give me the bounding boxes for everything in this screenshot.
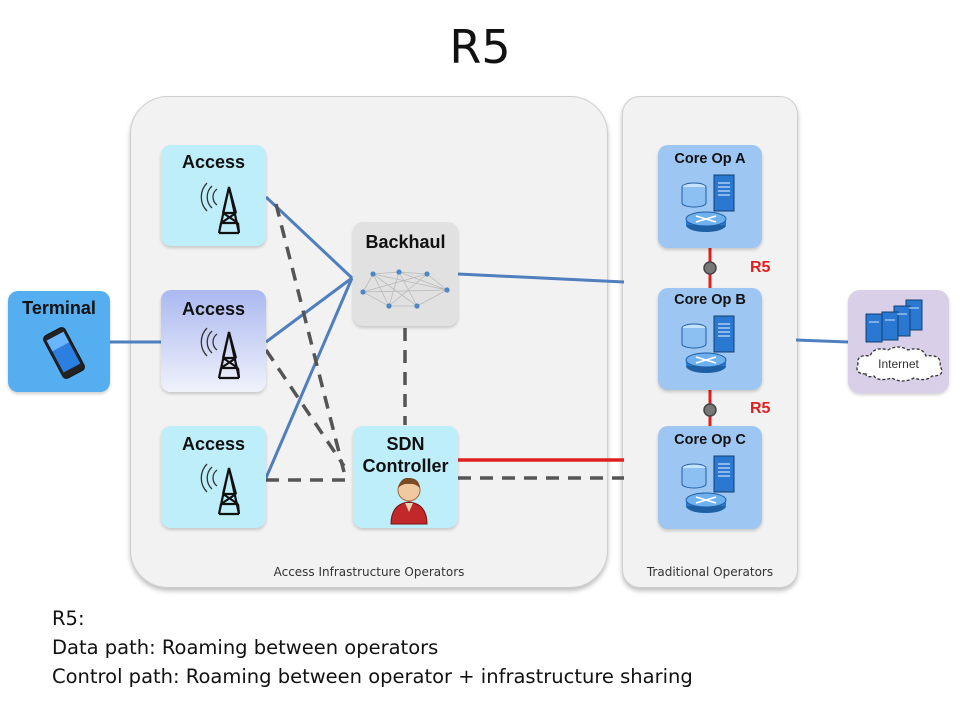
core-op-a-label: Core Op A: [674, 151, 746, 167]
access-label-2: Access: [181, 299, 246, 319]
sdn-label-line1: SDN: [386, 434, 425, 454]
access-label-3: Access: [181, 434, 246, 454]
backhaul-node: Backhaul: [353, 222, 458, 326]
terminal-node: Terminal: [8, 291, 110, 392]
page-title: R5: [449, 20, 511, 74]
access3-backhaul-link: [264, 277, 354, 479]
backhaul-core-link: [457, 272, 625, 284]
cell-tower-icon: [200, 327, 241, 380]
r5-reference-point-bottom: [703, 403, 717, 417]
core-internet-link: [795, 338, 849, 344]
access1-sdn-control: [274, 203, 346, 473]
r5-reference-point-top: [703, 261, 717, 275]
person-icon: [390, 477, 428, 525]
terminal-label: Terminal: [22, 298, 96, 318]
internet-label: Internet: [878, 357, 919, 371]
backhaul-label: Backhaul: [365, 232, 446, 252]
caption-line-1: R5:: [52, 607, 85, 630]
access-infrastructure-label: Access Infrastructure Operators: [273, 565, 465, 579]
core-op-c-node: Core Op C: [658, 426, 762, 529]
caption-line-2: Data path: Roaming between operators: [52, 636, 439, 659]
access-label-1: Access: [181, 152, 246, 172]
r5-label-top: R5: [750, 259, 771, 276]
core-op-c-label: Core Op C: [674, 432, 746, 448]
access2-backhaul-link: [265, 276, 353, 344]
core-op-a-node: Core Op A: [658, 145, 762, 248]
access-node-2: Access: [161, 290, 266, 392]
caption-line-3: Control path: Roaming between operator +…: [52, 665, 693, 688]
server-router-icon: [681, 315, 735, 373]
core-op-b-node: Core Op B: [658, 288, 762, 390]
sdn-controller-node: SDN Controller: [353, 426, 458, 528]
access2-sdn-control: [264, 349, 346, 467]
access-node-3: Access: [161, 426, 266, 528]
cell-tower-icon: [200, 182, 241, 235]
core-op-b-label: Core Op B: [674, 292, 746, 308]
sdn-label-line2: Controller: [362, 456, 449, 476]
sdn-controller-label: SDN Controller: [353, 433, 458, 477]
access1-backhaul-link: [264, 195, 354, 280]
server-rack-icon: [865, 299, 923, 343]
caption: R5: Data path: Roaming between operators…: [52, 604, 693, 691]
mesh-network-icon: [360, 269, 450, 309]
cloud-icon: [856, 346, 943, 382]
server-router-icon: [681, 455, 735, 513]
traditional-operators-label: Traditional Operators: [646, 565, 774, 579]
cell-tower-icon: [200, 463, 241, 516]
server-router-icon: [681, 174, 735, 232]
internet-node: Internet: [848, 290, 949, 393]
r5-label-bottom: R5: [750, 400, 771, 417]
access-node-1: Access: [161, 145, 266, 246]
smartphone-icon: [43, 327, 85, 379]
